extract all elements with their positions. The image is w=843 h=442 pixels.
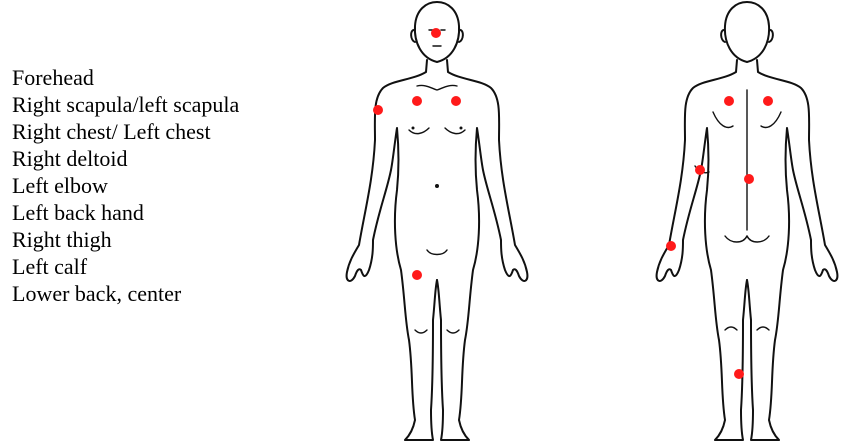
marker-left-elbow	[695, 165, 705, 175]
front-body-outline	[335, 0, 565, 442]
back-body-figure	[635, 0, 843, 442]
site-label-back-hand: Left back hand	[12, 199, 239, 226]
marker-left-chest	[451, 96, 461, 106]
marker-right-scapula	[724, 96, 734, 106]
marker-right-thigh	[412, 270, 422, 280]
site-label-elbow: Left elbow	[12, 172, 239, 199]
site-label-chest: Right chest/ Left chest	[12, 118, 239, 145]
marker-left-calf	[734, 369, 744, 379]
site-label-scapula: Right scapula/left scapula	[12, 91, 239, 118]
marker-left-scapula	[763, 96, 773, 106]
marker-lower-back-center	[744, 174, 754, 184]
marker-right-chest	[412, 96, 422, 106]
site-label-lower-back: Lower back, center	[12, 280, 239, 307]
marker-left-back-hand	[666, 241, 676, 251]
site-label-calf: Left calf	[12, 253, 239, 280]
injection-site-list: Forehead Right scapula/left scapula Righ…	[12, 64, 239, 307]
marker-right-deltoid	[373, 105, 383, 115]
site-label-forehead: Forehead	[12, 64, 239, 91]
site-label-deltoid: Right deltoid	[12, 145, 239, 172]
front-body-figure	[335, 0, 565, 442]
marker-forehead	[431, 28, 441, 38]
site-label-thigh: Right thigh	[12, 226, 239, 253]
back-body-outline	[635, 0, 843, 442]
